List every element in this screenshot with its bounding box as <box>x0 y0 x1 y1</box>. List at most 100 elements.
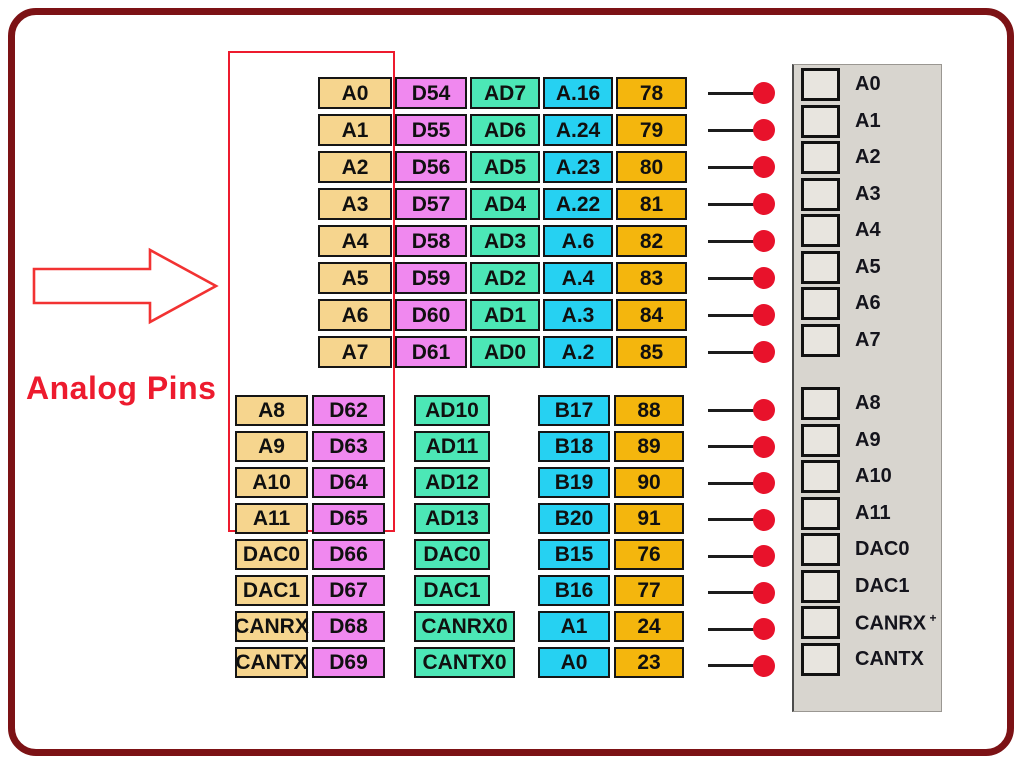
pin-cell: AD12 <box>414 467 490 498</box>
pin-cell: CANTX <box>235 647 308 678</box>
pin-cell: A3 <box>318 188 392 220</box>
connector-dot-icon <box>753 156 775 178</box>
pin-cell: A.3 <box>543 299 613 331</box>
chip-pin-label: A6 <box>855 292 881 314</box>
connector-line <box>708 202 754 206</box>
pin-cell: 90 <box>614 467 684 498</box>
analog-pins-label: Analog Pins <box>26 370 217 406</box>
pin-cell: A8 <box>235 395 308 426</box>
chip-pin-label: DAC1 <box>855 574 910 597</box>
pin-cell: 82 <box>616 225 687 257</box>
pin-cell: AD1 <box>470 299 540 331</box>
pin-cell: A2 <box>318 151 392 183</box>
pin-cell: B16 <box>538 575 610 606</box>
pin-cell: D62 <box>312 395 385 426</box>
chip-pin-label: CANRX + <box>855 611 937 635</box>
connector-line <box>708 481 754 485</box>
pin-cell: D57 <box>395 188 467 220</box>
connector-line <box>708 313 754 317</box>
chip-pin-label: A5 <box>855 255 881 278</box>
pin-cell: 83 <box>616 262 687 294</box>
pin-cell: 78 <box>616 77 687 109</box>
pin-cell: 89 <box>614 431 684 462</box>
connector-dot-icon <box>753 435 775 458</box>
pin-cell: A6 <box>318 299 392 331</box>
pin-square-icon <box>801 214 840 247</box>
pin-cell: A0 <box>318 77 392 109</box>
connector-dot-icon <box>753 267 775 289</box>
pin-cell: D68 <box>312 611 385 642</box>
pin-cell: A7 <box>318 336 392 368</box>
connector-dot-icon <box>753 545 775 567</box>
pin-cell: AD2 <box>470 262 540 294</box>
chip-pin-label: CANTX <box>855 647 924 670</box>
pin-cell: D59 <box>395 262 467 294</box>
connector-line <box>708 445 754 448</box>
pin-cell: DAC0 <box>414 539 490 570</box>
pin-square-icon <box>801 606 840 639</box>
pin-cell: D56 <box>395 151 467 183</box>
pin-square-icon <box>801 496 840 530</box>
pin-square-icon <box>801 250 840 284</box>
connector-dot-icon <box>753 230 775 252</box>
connector-dot-icon <box>753 654 775 677</box>
pin-cell: B20 <box>538 503 610 534</box>
pin-cell: D55 <box>395 114 467 146</box>
pin-cell: AD11 <box>414 431 490 462</box>
pin-square-icon <box>801 141 840 174</box>
pin-cell: A.24 <box>543 114 613 146</box>
pin-cell: 24 <box>614 611 684 642</box>
connector-dot-icon <box>753 472 775 494</box>
pin-cell: 77 <box>614 575 684 606</box>
connector-line <box>708 128 754 132</box>
connector-line <box>708 276 754 280</box>
connector-line <box>708 239 754 243</box>
pin-square-icon <box>801 177 840 211</box>
pin-cell: A10 <box>235 467 308 498</box>
pin-cell: B17 <box>538 395 610 426</box>
connector-line <box>708 408 754 412</box>
connector-dot-icon <box>753 399 775 421</box>
pin-cell: 76 <box>614 539 684 570</box>
pin-cell: A4 <box>318 225 392 257</box>
pin-cell: 80 <box>616 151 687 183</box>
pin-square-icon <box>801 533 840 566</box>
pin-cell: 81 <box>616 188 687 220</box>
pin-cell: AD10 <box>414 395 490 426</box>
pin-cell: D54 <box>395 77 467 109</box>
pin-cell: B19 <box>538 467 610 498</box>
pin-cell: 85 <box>616 336 687 368</box>
chip-pin-label: A8 <box>855 392 881 414</box>
pin-cell: D67 <box>312 575 385 606</box>
pin-cell: CANRX0 <box>414 611 515 642</box>
pin-cell: A.23 <box>543 151 613 183</box>
pin-cell: AD5 <box>470 151 540 183</box>
pin-cell: 88 <box>614 395 684 426</box>
pin-cell: B15 <box>538 539 610 570</box>
pin-cell: A5 <box>318 262 392 294</box>
pin-cell: A.2 <box>543 336 613 368</box>
pin-cell: CANTX0 <box>414 647 515 678</box>
connector-dot-icon <box>753 82 775 104</box>
pin-cell: AD3 <box>470 225 540 257</box>
connector-dot-icon <box>753 581 775 604</box>
pin-cell: AD6 <box>470 114 540 146</box>
pin-square-icon <box>801 423 840 457</box>
pin-cell: D69 <box>312 647 385 678</box>
connector-line <box>708 350 754 354</box>
pin-cell: A.4 <box>543 262 613 294</box>
pin-square-icon <box>801 642 840 676</box>
pin-cell: AD0 <box>470 336 540 368</box>
pin-cell: A11 <box>235 503 308 534</box>
analog-pins-arrow-icon <box>32 247 219 325</box>
pin-cell: DAC1 <box>235 575 308 606</box>
connector-line <box>708 627 754 631</box>
pin-square-icon <box>801 287 840 320</box>
chip-pin-label: A1 <box>855 109 881 132</box>
connector-line <box>708 518 754 521</box>
connector-dot-icon <box>753 341 775 363</box>
pin-cell: 91 <box>614 503 684 534</box>
connector-dot-icon <box>753 508 775 531</box>
